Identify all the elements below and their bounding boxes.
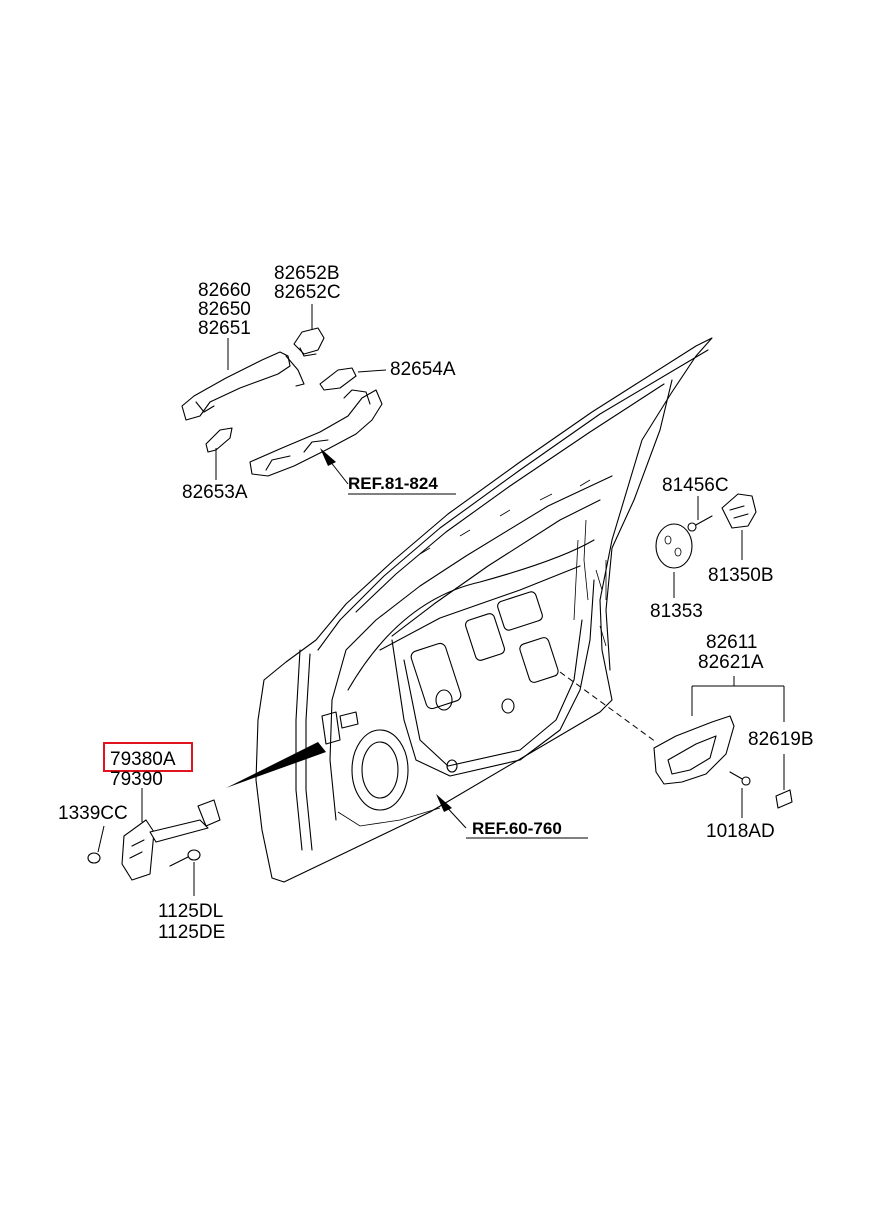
label-82654A: 82654A (390, 359, 456, 380)
label-82650: 82650 (198, 299, 251, 320)
striker-81350B (721, 493, 757, 529)
label-ref-81-824: REF.81-824 (348, 474, 438, 493)
label-82652C: 82652C (274, 282, 341, 303)
label-1018AD: 1018AD (706, 821, 775, 842)
label-1339CC: 1339CC (58, 803, 128, 824)
label-82651: 82651 (198, 318, 251, 339)
pointer-wedge (226, 742, 326, 788)
label-79380A: 79380A (110, 749, 176, 770)
cover-81353 (655, 523, 693, 569)
label-82621A: 82621A (698, 652, 764, 673)
label-81456C: 81456C (662, 475, 729, 496)
handle-cover-82652 (293, 327, 325, 357)
front-door-panel (255, 337, 713, 883)
cap-82619B (775, 789, 793, 809)
highlight-box-79380A (103, 742, 193, 772)
label-82653A: 82653A (182, 482, 248, 503)
screw-81456C (687, 515, 713, 532)
ref-60-760-arrow (436, 794, 467, 829)
door-checker (121, 799, 221, 881)
label-82660: 82660 (198, 280, 251, 301)
label-79390: 79390 (110, 769, 163, 790)
bolt-1125DL (169, 849, 201, 867)
outside-handle (181, 351, 305, 421)
label-1125DL: 1125DL (158, 901, 223, 922)
label-ref-60-760: REF.60-760 (472, 819, 562, 838)
ref-81-824-arrow (320, 448, 349, 485)
gasket-82654A (319, 367, 357, 391)
label-81353: 81353 (650, 601, 703, 622)
label-81350B: 81350B (708, 565, 774, 586)
screw-1018AD (729, 771, 751, 786)
gasket-82653A (205, 427, 233, 453)
label-82611: 82611 (706, 632, 757, 653)
nut-1339CC (87, 852, 101, 864)
label-82619B: 82619B (748, 729, 814, 750)
label-1125DE: 1125DE (158, 922, 225, 943)
leader-lines (97, 304, 785, 896)
handle-bracket (249, 389, 383, 477)
inside-handle (653, 715, 735, 785)
label-82652B: 82652B (274, 263, 340, 284)
